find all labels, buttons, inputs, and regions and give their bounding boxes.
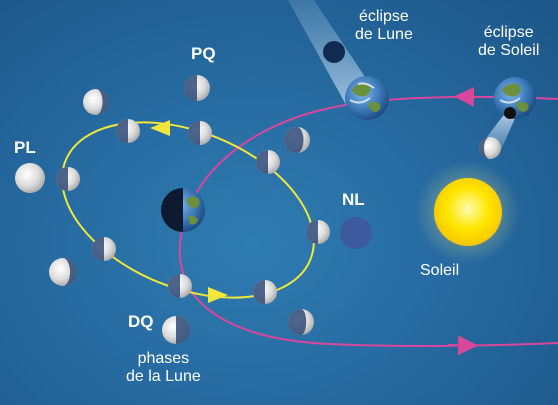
- moon-phase-icon: [256, 150, 280, 174]
- lunar-eclipse-label-line2: de Lune: [355, 26, 413, 44]
- solar-eclipse-label-line1: éclipse: [483, 24, 534, 41]
- moon-phase-icon: [188, 121, 212, 145]
- moon-phase-icon: [184, 75, 210, 101]
- earth-globe-icon: [494, 77, 536, 119]
- moon-phase-icon: [92, 237, 116, 261]
- eclipse-shadow-spot: [504, 107, 516, 119]
- new-moon-icon: [340, 217, 372, 249]
- moon-phases-caption: phases de la Lune: [126, 350, 201, 387]
- moon-phase-icon: [15, 163, 45, 193]
- moon-phase-icon: [49, 258, 77, 286]
- earth-orbit: [178, 95, 558, 347]
- moon-phase-icon: [116, 119, 140, 143]
- moon-phase-icon: [83, 89, 109, 115]
- sun-label: Soleil: [420, 262, 460, 279]
- moon-phase-icon: [288, 309, 314, 335]
- moon-phase-icon: [479, 137, 501, 159]
- lunar-orbit: [61, 121, 315, 299]
- moon-phase-icon: [284, 127, 310, 153]
- moon-phase-icon: [168, 274, 192, 298]
- lunar-orbit-arrow-bottom: [208, 287, 228, 303]
- lunar-eclipse-label: éclipse de Lune: [355, 8, 413, 45]
- moon-phase-icon: [253, 280, 277, 304]
- last-quarter-label: DQ: [128, 312, 154, 331]
- eclipsed-moon-icon: [323, 41, 345, 63]
- moon-phases-caption-line1: phases: [137, 350, 190, 367]
- new-moon-label: NL: [342, 190, 365, 209]
- earth-globe-icon: [345, 76, 389, 120]
- sun-icon: [434, 178, 502, 246]
- full-moon-label: PL: [14, 138, 36, 157]
- lunar-eclipse-label-line1: éclipse: [359, 8, 409, 25]
- moon-phase-icon: [162, 316, 190, 344]
- moon-phases-caption-line2: de la Lune: [126, 368, 201, 386]
- solar-eclipse-label: éclipse de Soleil: [478, 24, 539, 61]
- first-quarter-label: PQ: [191, 44, 216, 63]
- central-earth-icon: [161, 188, 205, 232]
- earth-orbit-arrow-bottom: [447, 335, 478, 356]
- solar-eclipse-label-line2: de Soleil: [478, 42, 540, 60]
- moon-phase-icon: [56, 167, 80, 191]
- lunar-orbit-arrow-top: [150, 120, 170, 136]
- moon-phase-icon: [306, 220, 330, 244]
